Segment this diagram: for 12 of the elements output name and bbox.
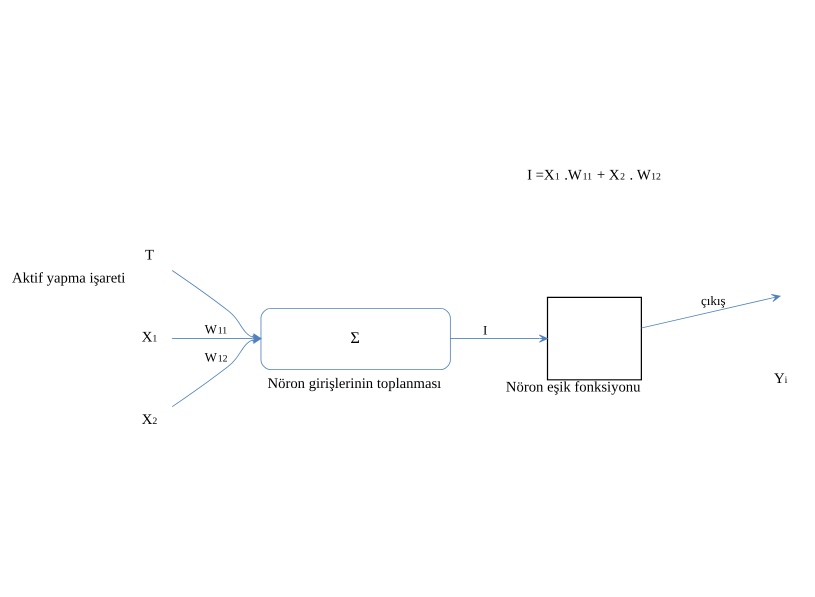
label: Yi [774,370,788,386]
edge-label: çıkış [700,292,726,308]
edge-label: I [483,322,488,337]
label: I =X1 .W11 + X2 . W12 [527,167,661,184]
node-label: Nöron girişlerinin toplanması [268,375,442,392]
node-label: Nöron eşik fonksiyonu [506,379,641,396]
edge-label: W11 [204,321,228,336]
node-text: T [145,247,154,264]
edge-label: W12 [204,348,228,364]
node-label: Aktif yapma işareti [12,270,126,286]
node-text: X1 [142,328,158,345]
node-text: X2 [142,411,158,428]
